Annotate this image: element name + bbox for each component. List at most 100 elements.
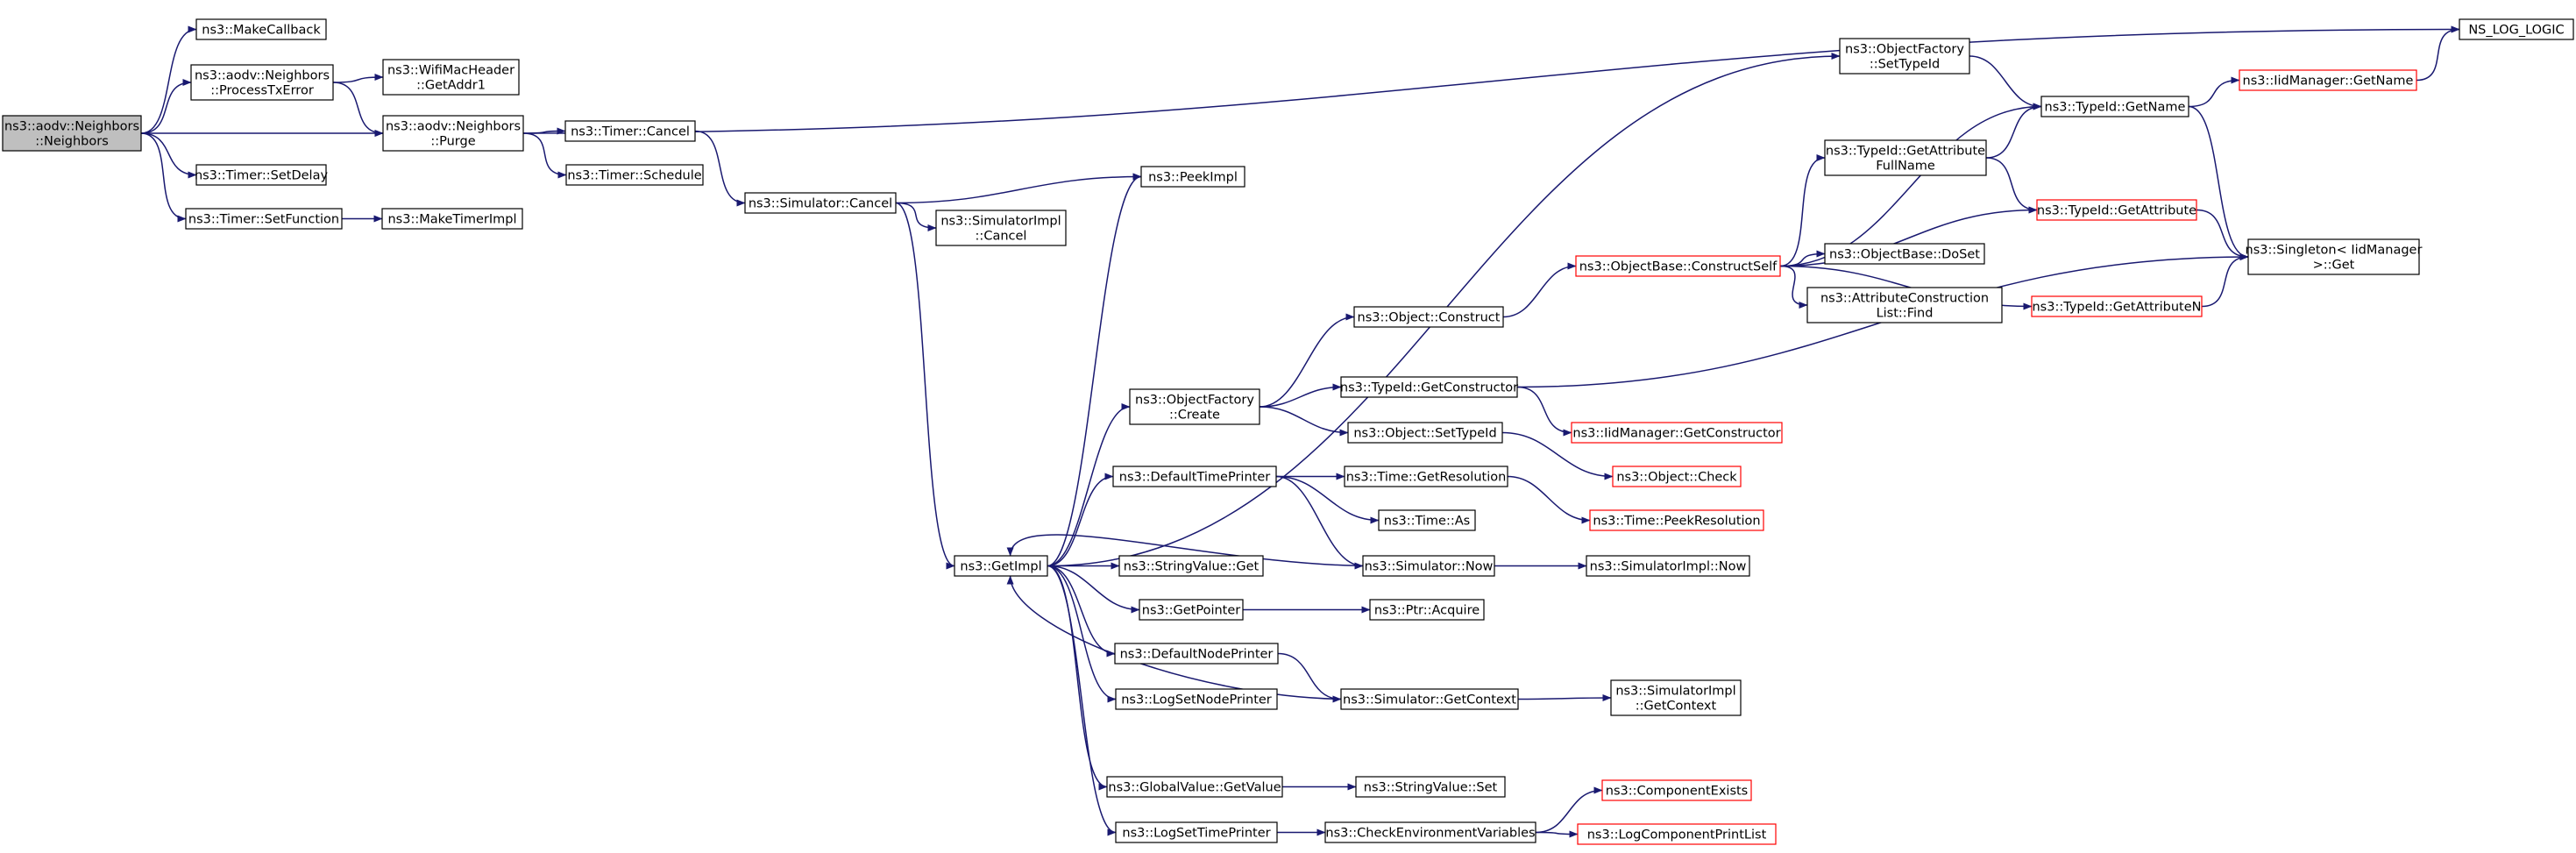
graph-node-n35[interactable]: ns3::IidManager::GetConstructor — [1571, 422, 1783, 444]
graph-node-n40[interactable]: ns3::ComponentExists — [1601, 779, 1752, 801]
graph-node-n9[interactable]: ns3::Timer::Cancel — [564, 120, 696, 142]
node-box — [1575, 255, 1781, 277]
edge-n33-to-n41 — [1535, 830, 1579, 838]
edge-n12-to-n17 — [1047, 473, 1114, 567]
node-box — [1601, 779, 1752, 801]
node-label: ns3::ObjectFactory — [1135, 394, 1254, 408]
edge-n20-to-n31 — [1277, 652, 1342, 703]
graph-node-n13[interactable]: ns3::PeekImpl — [1140, 166, 1245, 188]
node-label: ns3::Ptr::Acquire — [1374, 604, 1480, 618]
graph-node-n7[interactable]: ns3::MakeTimerImpl — [381, 208, 523, 230]
node-box — [190, 64, 334, 101]
graph-node-n15[interactable]: ns3::ObjectFactory::SetTypeId — [1839, 38, 1970, 75]
graph-node-n42[interactable]: ns3::TypeId::GetName — [2040, 96, 2189, 117]
graph-node-n47[interactable]: ns3::TypeId::GetAttribute — [2036, 199, 2197, 221]
edge-n12-to-n23 — [1047, 565, 1117, 836]
node-label: ::GetContext — [1636, 700, 1717, 714]
node-label: ns3::Simulator::Now — [1365, 560, 1494, 574]
graph-node-n44[interactable]: ns3::ObjectBase::DoSet — [1824, 243, 1985, 265]
graph-node-n48[interactable]: ns3::IidManager::GetName — [2239, 69, 2417, 91]
edge-n15-to-n42 — [1969, 55, 2042, 110]
node-box — [185, 208, 343, 230]
node-label: ns3::MakeCallback — [202, 24, 321, 38]
edge-n29-to-n12 — [1006, 534, 1373, 567]
graph-node-n34[interactable]: ns3::ObjectBase::ConstructSelf — [1575, 255, 1781, 277]
node-label: ns3::Simulator::GetContext — [1343, 693, 1516, 707]
node-box — [1577, 823, 1777, 845]
node-label: ns3::TypeId::GetAttribute — [1826, 145, 1985, 159]
graph-node-n17[interactable]: ns3::DefaultTimePrinter — [1112, 466, 1277, 487]
node-box — [1824, 243, 1985, 265]
node-label: ns3::Singleton< IidManager — [2246, 244, 2423, 258]
node-label: ns3::ObjectBase::ConstructSelf — [1579, 260, 1778, 274]
graph-node-n24[interactable]: ns3::Object::Construct — [1353, 306, 1504, 328]
graph-node-n41[interactable]: ns3::LogComponentPrintList — [1577, 823, 1777, 845]
edge-n16-to-n24 — [1259, 313, 1355, 408]
node-label: ns3::DefaultTimePrinter — [1119, 471, 1270, 485]
edge-n2-to-n3 — [332, 82, 384, 137]
node-box — [1106, 776, 1283, 798]
graph-node-n1[interactable]: ns3::MakeCallback — [195, 18, 327, 40]
graph-node-n32[interactable]: ns3::StringValue::Set — [1355, 776, 1506, 798]
node-label: ns3::Time::GetResolution — [1346, 471, 1507, 485]
graph-node-n22[interactable]: ns3::GlobalValue::GetValue — [1106, 776, 1283, 798]
node-box — [1362, 555, 1495, 577]
graph-node-n3[interactable]: ns3::aodv::Neighbors::Purge — [382, 115, 524, 152]
graph-node-n4[interactable]: ns3::Timer::SetDelay — [195, 164, 329, 186]
graph-node-n18[interactable]: ns3::StringValue::Get — [1118, 555, 1264, 577]
graph-node-n23[interactable]: ns3::LogSetTimePrinter — [1115, 821, 1278, 843]
edge-n47-to-n49 — [2196, 209, 2249, 260]
graph-node-n46[interactable]: ns3::TypeId::GetAttributeN — [2031, 295, 2203, 317]
graph-node-n49[interactable]: ns3::Singleton< IidManager >::Get — [2246, 238, 2423, 275]
node-label: ns3::Object::SetTypeId — [1353, 427, 1496, 441]
graph-node-n26[interactable]: ns3::Object::SetTypeId — [1347, 422, 1503, 444]
graph-node-n31[interactable]: ns3::Simulator::GetContext — [1340, 688, 1519, 710]
node-box — [564, 120, 696, 142]
graph-node-n28[interactable]: ns3::Time::As — [1378, 509, 1476, 531]
graph-node-n30[interactable]: ns3::Ptr::Acquire — [1369, 599, 1485, 621]
graph-node-n12[interactable]: ns3::GetImpl — [954, 555, 1048, 577]
node-label: ns3::DefaultNodePrinter — [1120, 648, 1274, 662]
graph-node-n20[interactable]: ns3::DefaultNodePrinter — [1114, 643, 1279, 665]
graph-node-n29[interactable]: ns3::Simulator::Now — [1362, 555, 1495, 577]
graph-node-n37[interactable]: ns3::Time::PeekResolution — [1589, 509, 1764, 531]
graph-node-n25[interactable]: ns3::TypeId::GetConstructor — [1340, 376, 1518, 398]
node-box — [954, 555, 1048, 577]
edge-n3-to-n8 — [522, 25, 2460, 134]
node-label: ns3::GlobalValue::GetValue — [1108, 781, 1281, 795]
node-box — [381, 208, 523, 230]
node-label: ns3::SimulatorImpl — [940, 215, 1061, 229]
node-label: ::GetAddr1 — [416, 79, 486, 93]
edge-n3-to-n10 — [522, 132, 567, 179]
graph-node-n5[interactable]: ns3::Timer::SetFunction — [185, 208, 343, 230]
graph-node-n0[interactable]: ns3::aodv::Neighbors::Neighbors — [2, 115, 142, 152]
graph-node-n16[interactable]: ns3::ObjectFactory::Create — [1129, 388, 1260, 425]
node-label: ns3::CheckEnvironmentVariables — [1325, 827, 1535, 841]
graph-node-n14[interactable]: ns3::SimulatorImpl::Cancel — [935, 210, 1067, 246]
graph-node-n33[interactable]: ns3::CheckEnvironmentVariables — [1324, 821, 1536, 843]
edge-n31-to-n39 — [1517, 694, 1612, 702]
edge-n42-to-n49 — [2188, 105, 2249, 260]
graph-node-n6[interactable]: ns3::WifiMacHeader::GetAddr1 — [382, 59, 520, 96]
node-label: List::Find — [1877, 307, 1934, 321]
graph-node-n10[interactable]: ns3::Timer::Schedule — [565, 164, 704, 186]
edge-n25-to-n35 — [1516, 386, 1572, 437]
node-box — [2040, 96, 2189, 117]
graph-node-n36[interactable]: ns3::Object::Check — [1612, 466, 1742, 487]
edge-n16-to-n25 — [1259, 383, 1342, 408]
edge-n17-to-n29 — [1275, 475, 1364, 570]
graph-node-n27[interactable]: ns3::Time::GetResolution — [1344, 466, 1508, 487]
graph-node-n21[interactable]: ns3::LogSetNodePrinter — [1115, 688, 1278, 710]
node-label: ns3::StringValue::Get — [1124, 560, 1260, 574]
graph-node-n8[interactable]: NS_LOG_LOGIC — [2459, 18, 2574, 40]
graph-node-n2[interactable]: ns3::aodv::Neighbors::ProcessTxError — [190, 64, 334, 101]
node-label: >::Get — [2313, 259, 2355, 273]
graph-node-n39[interactable]: ns3::SimulatorImpl::GetContext — [1610, 679, 1742, 716]
graph-node-n11[interactable]: ns3::Simulator::Cancel — [744, 192, 897, 214]
graph-node-n19[interactable]: ns3::GetPointer — [1139, 599, 1244, 621]
graph-node-n38[interactable]: ns3::SimulatorImpl::Now — [1586, 555, 1750, 577]
node-label: ns3::GetImpl — [960, 560, 1041, 574]
